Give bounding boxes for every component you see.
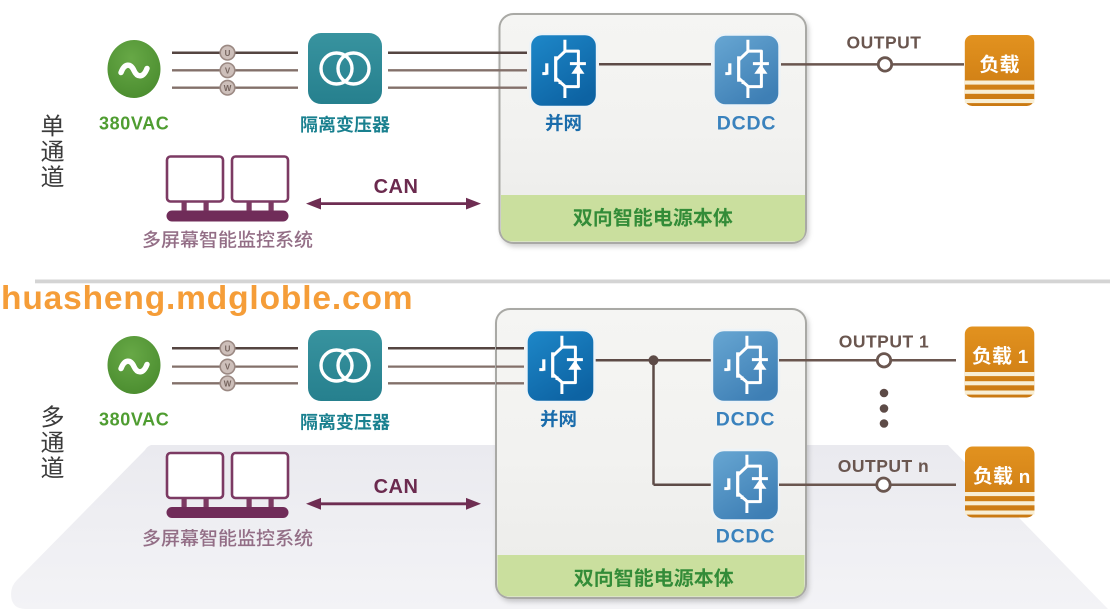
svg-text:CAN: CAN bbox=[374, 476, 419, 498]
svg-text:OUTPUT 1: OUTPUT 1 bbox=[839, 331, 930, 351]
svg-text:OUTPUT: OUTPUT bbox=[847, 33, 922, 53]
svg-text:OUTPUT n: OUTPUT n bbox=[838, 456, 930, 476]
svg-text:V: V bbox=[225, 66, 231, 75]
svg-text:W: W bbox=[224, 379, 232, 388]
svg-text:DCDC: DCDC bbox=[716, 526, 776, 548]
svg-text:CAN: CAN bbox=[374, 176, 419, 198]
svg-text:DCDC: DCDC bbox=[716, 409, 776, 431]
svg-text:380VAC: 380VAC bbox=[99, 114, 169, 134]
svg-text:V: V bbox=[225, 363, 231, 372]
svg-text:W: W bbox=[224, 84, 232, 93]
svg-text:huasheng.mdgloble.com: huasheng.mdgloble.com bbox=[1, 280, 413, 317]
svg-text:DCDC: DCDC bbox=[717, 113, 777, 135]
svg-text:380VAC: 380VAC bbox=[99, 410, 169, 430]
svg-text:U: U bbox=[225, 344, 231, 353]
svg-text:U: U bbox=[225, 49, 231, 58]
